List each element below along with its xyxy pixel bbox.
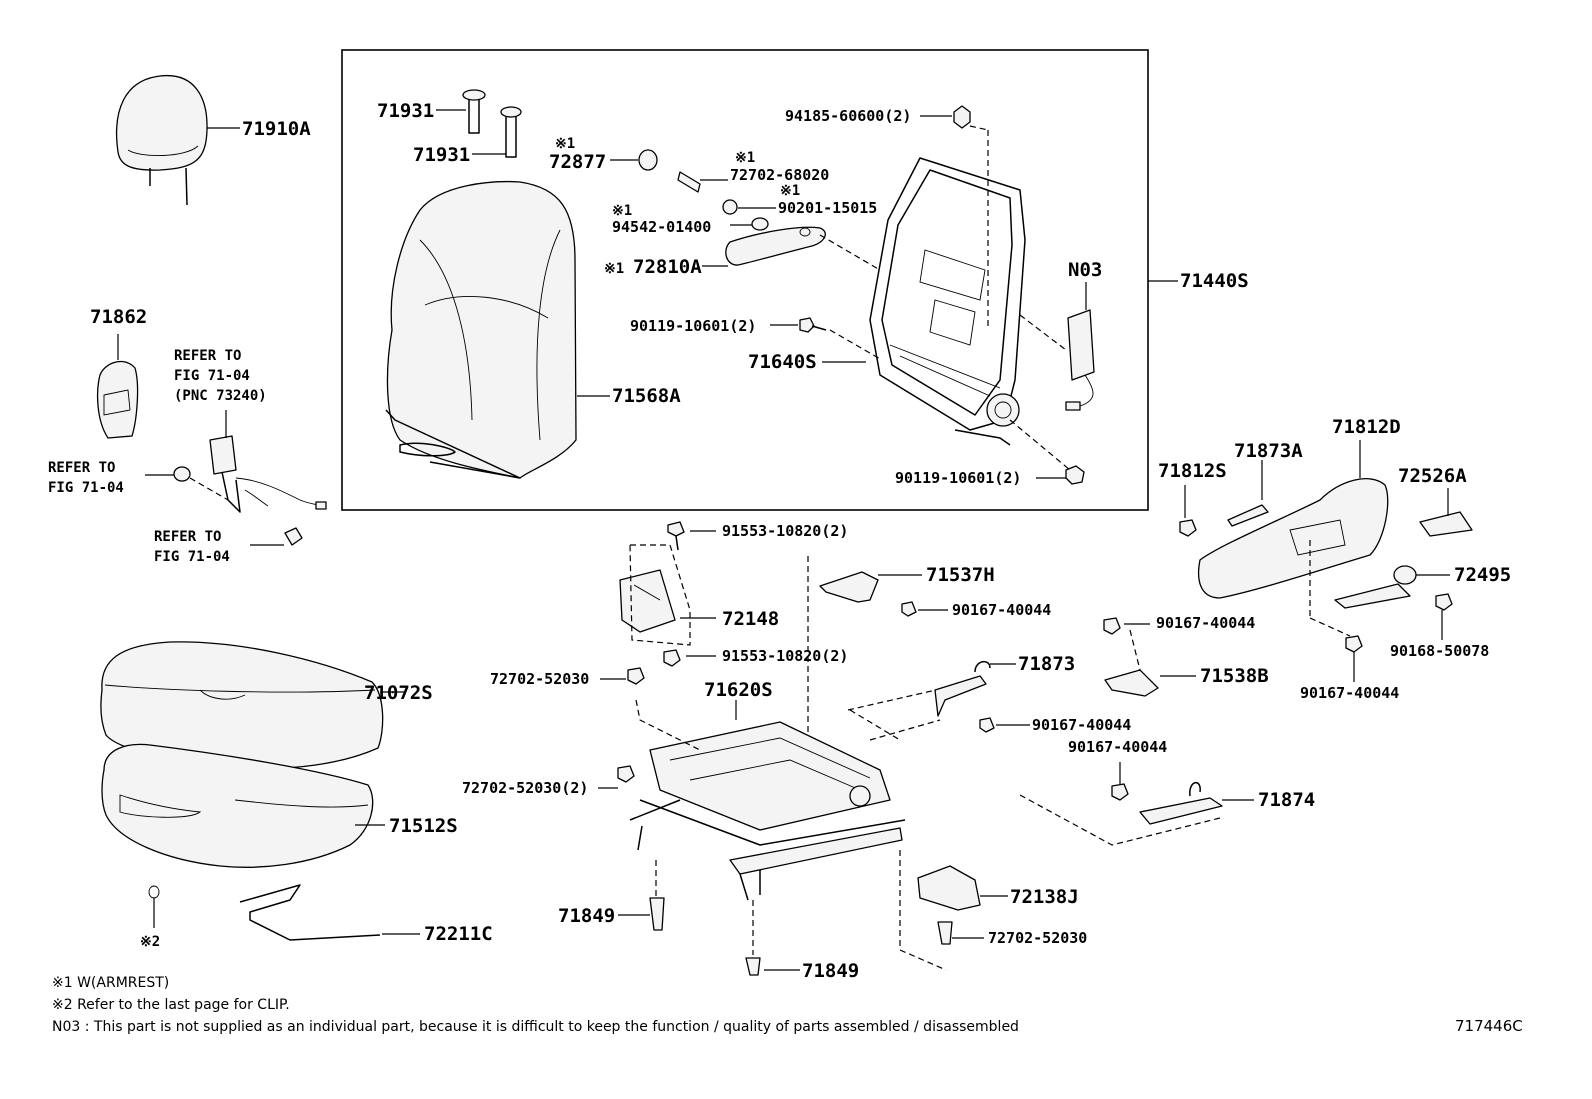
label-71931-upper: 71931 — [377, 100, 434, 122]
bracket-72148-drawing — [619, 521, 685, 667]
part-labels: 71910A 71931 71931 ※1 72877 ※1 72702-680… — [48, 100, 1511, 982]
label-72877: 72877 — [549, 151, 606, 173]
label-72810A: 72810A — [633, 256, 702, 278]
label-71812D: 71812D — [1332, 416, 1401, 438]
seat-cushion-shield-drawing — [1179, 478, 1473, 653]
label-71812S: 71812S — [1158, 460, 1227, 482]
refer-1-line-3: (PNC 73240) — [174, 388, 267, 404]
label-72702-68020: 72702-68020 — [730, 166, 829, 184]
note-1: ※1 W(ARMREST) — [52, 975, 170, 991]
label-90167-40044-d: 90167-40044 — [1300, 684, 1399, 702]
label-71440S: 71440S — [1180, 270, 1249, 292]
label-90119-10601-upper: 90119-10601(2) — [630, 317, 756, 335]
label-91553-10820-upper: 91553-10820(2) — [722, 522, 848, 540]
mark-94542: ※1 — [612, 203, 632, 219]
label-72138J: 72138J — [1010, 886, 1079, 908]
label-71849-a: 71849 — [558, 905, 615, 927]
screw-icons — [799, 105, 1085, 485]
label-71512S: 71512S — [389, 815, 458, 837]
label-94185-60600: 94185-60600(2) — [785, 107, 911, 125]
headrest-guide-drawing — [462, 89, 522, 158]
label-90168-50078: 90168-50078 — [1390, 642, 1489, 660]
mark-90201: ※1 — [780, 183, 800, 199]
label-72211C: 72211C — [424, 923, 493, 945]
seatback-cover-drawing — [385, 180, 577, 479]
label-90167-40044-c: 90167-40044 — [1156, 614, 1255, 632]
label-71873A: 71873A — [1234, 440, 1303, 462]
armrest-hardware-drawing — [638, 149, 826, 266]
label-71538B: 71538B — [1200, 665, 1269, 687]
label-71072S: 71072S — [364, 682, 433, 704]
label-90167-40044-a: 90167-40044 — [952, 601, 1051, 619]
label-90201-15015: 90201-15015 — [778, 199, 877, 217]
refer-3-line-1: REFER TO — [154, 529, 221, 545]
cushion-wire-drawing — [148, 884, 381, 941]
bracket-71538B-drawing — [1103, 617, 1159, 697]
mark-72877: ※1 — [555, 136, 575, 152]
headrest-drawing — [115, 75, 208, 206]
label-91553-10820-lower: 91553-10820(2) — [722, 647, 848, 665]
label-71874: 71874 — [1258, 789, 1315, 811]
seatback-frame-drawing — [869, 157, 1026, 446]
seatback-group-frame — [341, 49, 1149, 511]
label-71910A: 71910A — [242, 118, 311, 140]
label-71873: 71873 — [1018, 653, 1075, 675]
seat-belt-buckle-drawing — [173, 435, 327, 546]
refer-1-line-1: REFER TO — [174, 348, 241, 364]
label-94542-01400: 94542-01400 — [612, 218, 711, 236]
label-90119-10601-lower: 90119-10601(2) — [895, 469, 1021, 487]
label-90167-40044-b: 90167-40044 — [1032, 716, 1131, 734]
label-72526A: 72526A — [1398, 465, 1467, 487]
label-71931-lower: 71931 — [413, 144, 470, 166]
bracket-71537H-drawing — [819, 571, 917, 617]
note-3: N03 : This part is not supplied as an in… — [52, 1019, 1019, 1035]
label-71568A: 71568A — [612, 385, 681, 407]
label-71849-b: 71849 — [802, 960, 859, 982]
bracket-71873-drawing — [934, 660, 995, 733]
bracket-71874-drawing — [1111, 782, 1223, 825]
track-bolt-icons — [617, 667, 761, 976]
seat-cushion-pad-drawing — [100, 641, 384, 770]
label-71537H: 71537H — [926, 564, 995, 586]
mark-72810A: ※1 — [604, 261, 624, 277]
drawing-code: 717446C — [1455, 1017, 1523, 1035]
side-airbag-n03-drawing — [1065, 309, 1095, 411]
label-72495: 72495 — [1454, 564, 1511, 586]
bezel-71862-drawing — [96, 360, 139, 439]
label-N03: N03 — [1068, 259, 1102, 281]
label-71620S: 71620S — [704, 679, 773, 701]
label-90167-40044-e: 90167-40044 — [1068, 738, 1167, 756]
label-71862: 71862 — [90, 306, 147, 328]
label-72148: 72148 — [722, 608, 779, 630]
mark-72702-68020: ※1 — [735, 150, 755, 166]
label-72702-52030-c: 72702-52030 — [988, 929, 1087, 947]
refer-1-line-2: FIG 71-04 — [174, 368, 250, 384]
seat-cushion-cover-drawing — [101, 743, 374, 868]
refer-3-line-2: FIG 71-04 — [154, 549, 230, 565]
refer-2-line-1: REFER TO — [48, 460, 115, 476]
label-72702-52030-b: 72702-52030(2) — [462, 779, 588, 797]
label-71640S: 71640S — [748, 351, 817, 373]
refer-2-line-2: FIG 71-04 — [48, 480, 124, 496]
mark-2: ※2 — [140, 934, 160, 950]
note-2: ※2 Refer to the last page for CLIP. — [52, 997, 290, 1013]
cover-72138J-drawing — [917, 865, 981, 945]
label-72702-52030-a: 72702-52030 — [490, 670, 589, 688]
seat-track-adjuster-drawing — [629, 721, 906, 901]
